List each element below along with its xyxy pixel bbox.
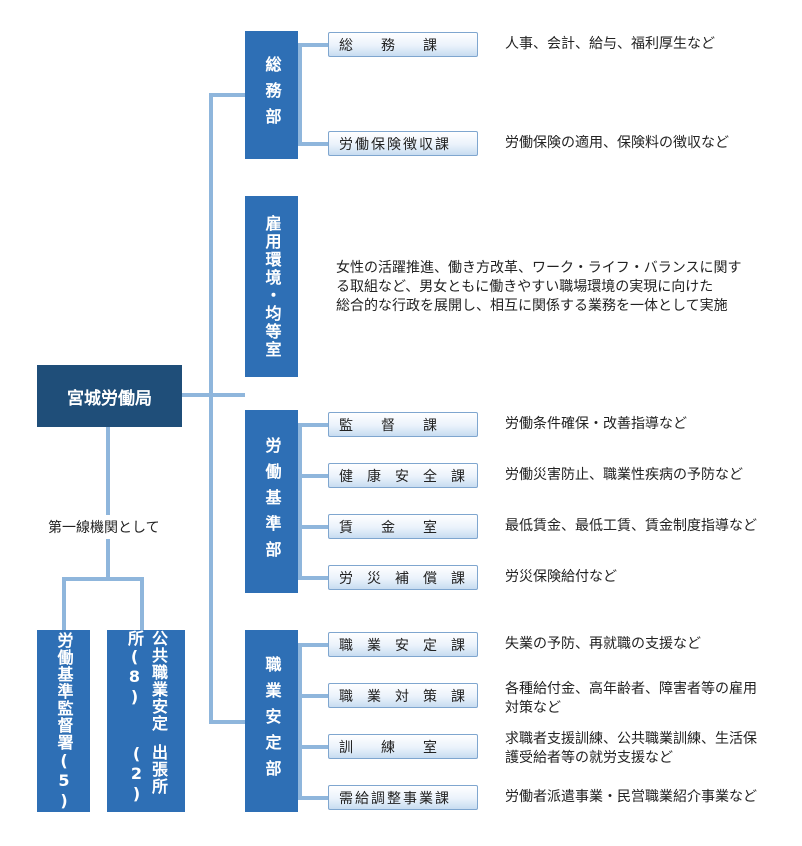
dept-rodo-kijun-label: 労働基準部 xyxy=(262,436,282,567)
section-jukyu-chosei-label: 需給調整事業課 xyxy=(339,790,451,807)
office-public-employment-line1: 公共職業安定所(8) xyxy=(125,630,168,732)
office-labor-standards-label: 労働基準監督署(5) xyxy=(54,631,74,811)
connector-kijun-s3 xyxy=(298,525,328,529)
dept-somu-label: 総務部 xyxy=(262,56,282,134)
connector-kijun-s4 xyxy=(298,576,328,580)
section-kunren-desc: 求職者支援訓練、公共職業訓練、生活保 護受給者等の就労支援など xyxy=(505,730,757,768)
connector-antei-sections xyxy=(298,643,302,799)
section-kenko-anzen: 健 康 安 全 課 xyxy=(328,463,478,488)
connector-somu-sections xyxy=(298,43,302,145)
section-jukyu-chosei: 需給調整事業課 xyxy=(328,785,478,810)
section-rosai-hosho-label: 労 災 補 償 課 xyxy=(339,570,465,587)
section-shokugyo-antei-label: 職 業 安 定 課 xyxy=(339,637,465,654)
section-hoken-choshu: 労働保険徴収課 xyxy=(328,131,478,156)
section-chingin: 賃 金 室 xyxy=(328,514,478,539)
connector-kijun-s2 xyxy=(298,474,328,478)
section-rosai-hosho: 労 災 補 償 課 xyxy=(328,565,478,590)
connector-kijun-sections xyxy=(298,423,302,579)
section-kantoku: 監 督 課 xyxy=(328,412,478,437)
connector-to-antei xyxy=(209,720,245,724)
section-kantoku-desc: 労働条件確保・改善指導など xyxy=(505,416,687,432)
connector-root-to-trunk xyxy=(182,393,212,397)
section-somu-label: 総 務 課 xyxy=(339,37,437,54)
koyo-kinto-desc-line2: る取組など、男女ともに働きやすい職場環境の実現に向けた xyxy=(336,279,714,295)
connector-root-down xyxy=(106,427,110,579)
connector-somu-s2 xyxy=(298,142,328,146)
section-kunren-desc-line2: 護受給者等の就労支援など xyxy=(505,750,673,766)
section-hoken-choshu-label: 労働保険徴収課 xyxy=(339,136,451,153)
section-shokugyo-taisaku-desc-line2: 対策など xyxy=(505,700,561,716)
connector-somu-s1 xyxy=(298,43,328,47)
connector-office1 xyxy=(62,577,66,632)
section-hoken-choshu-desc: 労働保険の適用、保険料の徴収など xyxy=(505,135,729,151)
office-public-employment-text: 公共職業安定所(8) 出張所(2) xyxy=(122,630,170,812)
section-shokugyo-antei: 職 業 安 定 課 xyxy=(328,632,478,657)
section-kunren-desc-line1: 求職者支援訓練、公共職業訓練、生活保 xyxy=(505,731,757,747)
dept-koyo-kinto: 雇用環境・均等室 xyxy=(245,196,298,377)
connector-antei-s1 xyxy=(298,643,328,647)
section-shokugyo-taisaku-desc-line1: 各種給付金、高年齢者、障害者等の雇用 xyxy=(505,681,757,697)
connector-office2 xyxy=(140,577,144,632)
connector-antei-s4 xyxy=(298,796,328,800)
connector-kijun-s1 xyxy=(298,423,328,427)
root-label: 宮城労働局 xyxy=(67,388,152,409)
section-shokugyo-taisaku-desc: 各種給付金、高年齢者、障害者等の雇用 対策など xyxy=(505,680,757,718)
section-somu-desc: 人事、会計、給与、福利厚生など xyxy=(505,36,715,52)
section-shokugyo-taisaku-label: 職 業 対 策 課 xyxy=(339,688,465,705)
section-shokugyo-antei-desc: 失業の予防、再就職の支援など xyxy=(505,636,701,652)
connector-to-somu xyxy=(209,93,245,97)
first-line-label: 第一線機関として xyxy=(44,515,164,539)
dept-shokugyo-antei-label: 職業安定部 xyxy=(262,656,282,786)
koyo-kinto-desc: 女性の活躍推進、働き方改革、ワーク・ライフ・バランスに関す る取組など、男女とも… xyxy=(336,259,741,316)
section-kantoku-label: 監 督 課 xyxy=(339,417,437,434)
section-kunren-label: 訓 練 室 xyxy=(339,739,437,756)
section-shokugyo-taisaku: 職 業 対 策 課 xyxy=(328,683,478,708)
connector-offices-bar xyxy=(62,577,144,581)
dept-koyo-kinto-label: 雇用環境・均等室 xyxy=(262,214,282,359)
section-somu: 総 務 課 xyxy=(328,32,478,57)
connector-trunk xyxy=(209,93,213,723)
koyo-kinto-desc-line1: 女性の活躍推進、働き方改革、ワーク・ライフ・バランスに関す xyxy=(336,260,742,276)
connector-antei-s2 xyxy=(298,694,328,698)
section-jukyu-chosei-desc: 労働者派遣事業・民営職業紹介事業など xyxy=(505,789,757,805)
koyo-kinto-desc-line3: 総合的な行政を展開し、相互に関係する業務を一体として実施 xyxy=(336,298,728,314)
connector-to-kijun xyxy=(209,393,245,397)
section-kenko-anzen-desc: 労働災害防止、職業性疾病の予防など xyxy=(505,467,743,483)
office-public-employment: 公共職業安定所(8) 出張所(2) xyxy=(107,630,185,812)
connector-antei-s3 xyxy=(298,745,328,749)
section-chingin-label: 賃 金 室 xyxy=(339,519,437,536)
dept-rodo-kijun: 労働基準部 xyxy=(245,410,298,593)
section-kenko-anzen-label: 健 康 安 全 課 xyxy=(339,468,465,485)
dept-somu: 総務部 xyxy=(245,31,298,159)
dept-shokugyo-antei: 職業安定部 xyxy=(245,630,298,812)
section-kunren: 訓 練 室 xyxy=(328,734,478,759)
office-labor-standards: 労働基準監督署(5) xyxy=(37,630,90,812)
section-chingin-desc: 最低賃金、最低工賃、賃金制度指導など xyxy=(505,518,757,534)
section-rosai-hosho-desc: 労災保険給付など xyxy=(505,569,617,585)
office-public-employment-line2: 出張所(2) xyxy=(127,743,168,804)
root-box: 宮城労働局 xyxy=(37,365,182,427)
